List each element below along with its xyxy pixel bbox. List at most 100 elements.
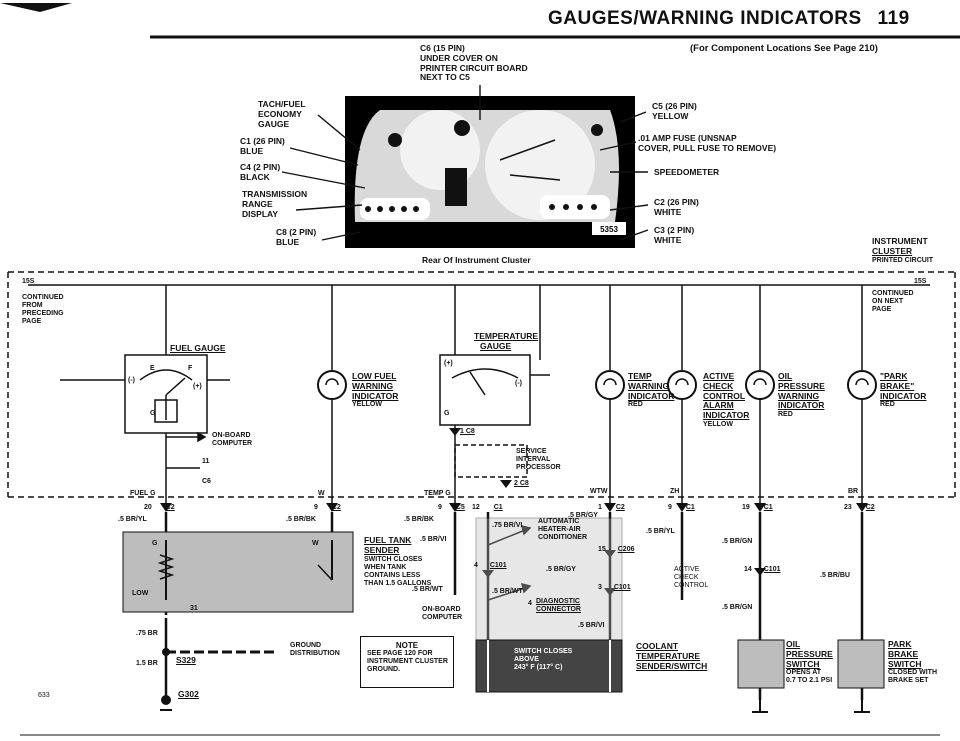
coolant-sender-label: COOLANT TEMPERATURE SENDER/SWITCH [636,641,707,671]
park-brake-switch-symbol [837,639,885,713]
indicator-line: TEMP [628,371,652,381]
indicator-line: PRESSURE [778,380,825,391]
connector-label: 2 C8 [514,480,529,488]
sender-note: CONTAINS LESS [364,571,421,579]
pin-label: W [312,540,319,547]
indicator-line: CHECK [703,380,734,391]
note-line: GROUND. [367,666,401,674]
connector-name: C2 [615,504,625,511]
on-board-computer-label: ON-BOARD COMPUTER [212,432,252,448]
acc-line: CHECK [674,574,699,582]
fuel-gauge-minus: (-) [128,377,135,384]
on-board-computer-2-label: ON-BOARD COMPUTER [422,606,462,622]
indicator-line: WARNING [628,380,670,391]
sender-title: FUEL TANK [364,535,412,545]
coolant-line: COOLANT [636,641,679,651]
callout-line: C4 (2 PIN) [240,162,281,172]
fuel-gauge-g: G [150,410,156,417]
temp-gauge-g: G [444,410,450,417]
sender-note: SWITCH CLOSES [364,555,423,563]
temp-warning-indicator-label: TEMP WARNING INDICATOR RED [628,371,674,409]
diagnostic-line: CONNECTOR [536,606,581,614]
connector-c101-left: 4 C101 [474,562,507,570]
continued-from: CONTINUED FROM PRECEDING PAGE [22,294,64,326]
callout-c6-line: NEXT TO C5 [420,72,470,83]
wire-label: .5 BR/GN [722,604,753,611]
coolant-sender [475,639,623,693]
indicator-line: BRAKE" [880,380,915,391]
pin-label: G [152,540,158,547]
pin-number: 9 [668,504,672,511]
temp-gauge-line: GAUGE [480,340,512,351]
pin-label: 4 [528,600,532,607]
indicator-line: ALARM [703,400,734,411]
callout-line: C3 (2 PIN) [654,225,695,235]
callout-c5: C5 (26 PIN) YELLOW [652,101,697,122]
park-brake-indicator-label: "PARK BRAKE" INDICATOR RED [880,371,926,409]
cluster-title: CLUSTER [872,245,913,256]
pin-number: 9 [314,504,318,511]
oil-pressure-switch-label: OIL PRESSURE SWITCH OPENS AT 0.7 TO 2.1 … [786,639,833,685]
indicator-color: YELLOW [703,420,733,428]
callout-line: WHITE [654,206,682,217]
bus-code-left: 15S [22,278,35,285]
page-number: 119 [877,8,910,29]
fuel-gauge-label: FUEL GAUGE [170,343,226,353]
oil-line: SWITCH [786,658,820,669]
connector-name: C206 [617,546,635,553]
indicator-line: ACTIVE [703,371,735,381]
service-line: PROCESSOR [516,464,561,472]
connector-c2-20: 20 C2 [144,504,175,512]
fuel-gauge-e: E [150,365,155,372]
service-line: INTERVAL [516,456,551,464]
note-title: NOTE [395,641,419,650]
obc-line: ON-BOARD [212,432,251,439]
connector-name: C8 [465,428,475,435]
wire-label: .5 BR/GY [546,566,576,573]
callout-speedometer: SPEEDOMETER [654,167,720,177]
continued-line: ON NEXT [872,298,904,306]
callout-line: ECONOMY [258,108,302,119]
wire-label: .5 BR/WT [492,588,523,595]
climate-line: CONDITIONER [538,534,587,542]
fuel-gauge-plus: (+) [193,383,202,390]
callout-fuse: .01 AMP FUSE (UNSNAP COVER, PULL FUSE TO… [638,133,777,154]
locations-note: (For Component Locations See Page 210) [690,43,878,54]
oil-pressure-switch-symbol [737,639,785,713]
pin-number: 12 [472,504,480,511]
indicator-line: "PARK [880,371,908,381]
callout-c3: C3 (2 PIN) WHITE [654,225,695,246]
acc-line: CONTROL [674,582,709,590]
obc-line: ON-BOARD [422,606,461,613]
pin-number: 3 [598,584,602,591]
obc-line: COMPUTER [212,440,253,448]
fuel-tank-sender [122,531,354,613]
wire-label: .5 BR/GN [722,538,753,545]
temp-gauge-line: TEMPERATURE [474,331,539,341]
sender-note: WHEN TANK [364,563,407,571]
callout-c6-line: PRINTER CIRCUIT BOARD [420,62,528,73]
photo-number: 5353 [600,225,618,234]
acc-alarm-indicator-label: ACTIVE CHECK CONTROL ALARM INDICATOR YEL… [703,371,749,429]
pin-label: 1 [460,428,464,435]
cluster-photo: 5353 [345,96,635,248]
callout-line: GAUGE [258,118,290,129]
callout-c8: C8 (2 PIN) BLUE [276,227,316,248]
wire-label: .5 BR/YL [646,528,675,535]
callout-line: COVER, PULL FUSE TO REMOVE) [638,142,777,153]
wire-label: .5 BR/YL [118,516,147,523]
oil-line: 0.7 TO 2.1 PSI [786,677,833,685]
note-line: INSTRUMENT CLUSTER [367,658,448,666]
indicator-color: RED [628,401,643,409]
pin-number: 9 [438,504,442,511]
continued-line: CONTINUED [872,290,914,297]
continued-line: PRECEDING [22,310,64,318]
pin-label: W [318,490,325,497]
indicator-color: RED [880,401,895,409]
connector-name: C101 [763,566,781,573]
temp-gauge-label: TEMPERATURE GAUGE [474,331,539,352]
diagnostic-connector-label: DIAGNOSTIC CONNECTOR [536,598,581,614]
photo-caption: Rear Of Instrument Cluster [422,255,531,265]
connector-name: C5 [455,504,465,511]
bus-code-right: 15S [914,278,927,285]
